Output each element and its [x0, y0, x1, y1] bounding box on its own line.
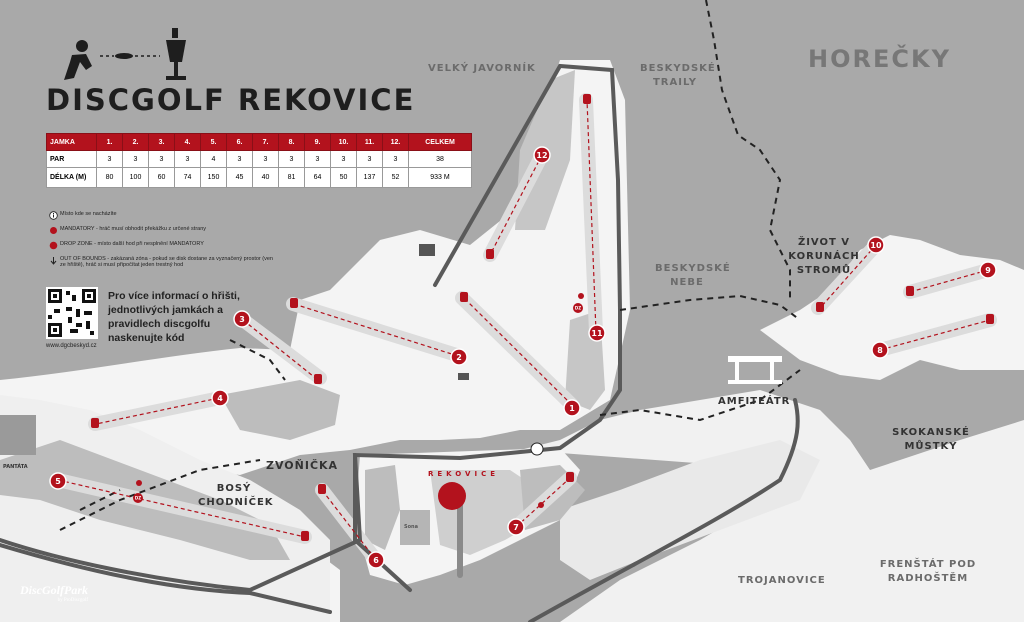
dropzone-label: DZ — [575, 306, 581, 311]
brand-tagline: by ProDiscgolf — [57, 598, 88, 603]
scorecard-cell: 52 — [382, 167, 409, 188]
scorecard-header-cell: CELKEM — [408, 133, 472, 151]
hole-marker-10[interactable]: 10 — [867, 236, 885, 254]
scorecard-length-row: DÉLKA (M) 80 100 60 74 150 45 40 81 64 5… — [46, 167, 472, 188]
legend-text: Místo kde se nacházíte — [60, 211, 117, 217]
map-title: DISCGOLF REKOVICE — [46, 83, 416, 117]
scorecard-header-cell: 8. — [278, 133, 305, 151]
scorecard-header-cell: 7. — [252, 133, 279, 151]
hole-number: 3 — [239, 315, 245, 324]
scorecard-header-cell: 2. — [122, 133, 149, 151]
place-zvonicka: ZVOŇIČKA — [266, 459, 339, 472]
hole-number: 11 — [591, 329, 603, 338]
legend-text: DROP ZONE - místo další hod při nesplněn… — [60, 241, 204, 247]
hole-marker-5[interactable]: 5 — [49, 472, 67, 490]
dropzone-marker: DZ — [133, 493, 143, 503]
hole-marker-11[interactable]: 11 — [588, 324, 606, 342]
scorecard-header-cell: 4. — [174, 133, 201, 151]
place-amfiteatr: AMFITEÁTR — [718, 396, 791, 407]
hole-lines — [57, 99, 991, 561]
hole-number: 2 — [456, 353, 462, 362]
scorecard-cell: 150 — [200, 167, 227, 188]
hole-number: 8 — [877, 346, 883, 355]
dropzone-marker: DZ — [573, 303, 583, 313]
legend-item: OUT OF BOUNDS - zakázaná zóna - pokud se… — [46, 256, 276, 268]
hole-number: 12 — [536, 151, 547, 160]
roads — [0, 63, 800, 622]
place-velky-javornik: VELKÝ JAVORNÍK — [428, 63, 536, 74]
dropzone-icon — [46, 241, 60, 250]
hole-marker-9[interactable]: 9 — [979, 261, 997, 279]
qr-url: www.dgcbeskyd.cz — [46, 343, 97, 349]
hole-marker-1[interactable]: 1 — [563, 399, 581, 417]
place-beskydske-nebe: BESKYDSKÉ NEBE — [655, 263, 731, 288]
place-beskydske-traily: BESKYDSKÉ TRAILY — [640, 63, 716, 88]
hole-baskets — [91, 94, 994, 541]
hole-number: 6 — [373, 556, 379, 565]
hole-number: 9 — [985, 266, 991, 275]
legend-item: MANDATORY - hráč musí obhodit překážku z… — [46, 226, 276, 235]
amfiteatr-icon — [728, 356, 782, 384]
scorecard-header-cell: 5. — [200, 133, 227, 151]
scorecard-header-cell: 11. — [356, 133, 383, 151]
legend-text: MANDATORY - hráč musí obhodit překážku z… — [60, 226, 207, 232]
place-sona: Sona — [404, 524, 418, 530]
scorecard-header-cell: 6. — [226, 133, 253, 151]
info-text: Pro více informací o hřišti, jednotlivýc… — [108, 290, 240, 344]
scorecard-header-cell: 3. — [148, 133, 175, 151]
place-skokanske-mustky: SKOKANSKÉ MŮSTKY — [892, 427, 970, 452]
mandatory-markers — [136, 293, 584, 508]
discgolf-logo-icon — [64, 28, 186, 80]
place-rekovice: REKOVICE — [428, 470, 499, 478]
scorecard-cell: 933 M — [408, 167, 472, 188]
you-are-here-icon — [530, 442, 544, 456]
hole-marker-4[interactable]: 4 — [211, 389, 229, 407]
legend-item: DROP ZONE - místo další hod při nesplněn… — [46, 241, 276, 250]
map-legend: Místo kde se nacházíte MANDATORY - hráč … — [46, 211, 276, 274]
place-trojanovice: TROJANOVICE — [738, 575, 826, 586]
hole-marker-3[interactable]: 3 — [233, 310, 251, 328]
hole-number: 5 — [55, 477, 61, 486]
place-pantata: PANTÁTA — [3, 464, 28, 470]
brand-name: DiscGolfPark — [20, 583, 88, 597]
scorecard-cell: 81 — [278, 167, 305, 188]
hole-marker-12[interactable]: 12 — [533, 146, 551, 164]
mandatory-icon — [46, 226, 60, 235]
info-icon — [46, 211, 60, 220]
hole-marker-2[interactable]: 2 — [450, 348, 468, 366]
scorecard-header-cell: 12. — [382, 133, 409, 151]
place-frenstat: FRENŠTÁT POD RADHOŠTĚM — [879, 559, 977, 584]
dropzone-label: DZ — [135, 496, 141, 501]
legend-text: OUT OF BOUNDS - zakázaná zóna - pokud se… — [60, 256, 273, 268]
rekovice-logo — [438, 482, 466, 510]
scorecard-par-row: PAR 3 3 3 3 4 3 3 3 3 3 3 3 38 — [46, 150, 472, 168]
hole-number: 10 — [870, 241, 882, 250]
place-zivot-v-korunach: ŽIVOT V KORUNÁCH STROMŮ — [788, 237, 860, 276]
qr-code[interactable] — [46, 287, 98, 339]
hole-number: 4 — [217, 394, 223, 403]
hole-marker-8[interactable]: 8 — [871, 341, 889, 359]
buildings — [0, 244, 469, 545]
scorecard-header-row: JAMKA 1. 2. 3. 4. 5. 6. 7. 8. 9. 10. 11.… — [46, 133, 472, 151]
discgolfpark-logo: DiscGolfPark by ProDiscgolf — [20, 583, 88, 603]
place-bosy-chodnicek: BOSÝ CHODNÍČEK — [198, 483, 274, 508]
scorecard-header-cell: 10. — [330, 133, 357, 151]
out-of-bounds-arrow-icon — [46, 256, 60, 265]
hole-number: 7 — [513, 523, 519, 532]
hole-marker-7[interactable]: 7 — [507, 518, 525, 536]
scorecard-table: JAMKA 1. 2. 3. 4. 5. 6. 7. 8. 9. 10. 11.… — [46, 133, 472, 188]
legend-item: Místo kde se nacházíte — [46, 211, 276, 220]
hole-marker-6[interactable]: 6 — [367, 551, 385, 569]
hole-number: 1 — [569, 404, 575, 413]
